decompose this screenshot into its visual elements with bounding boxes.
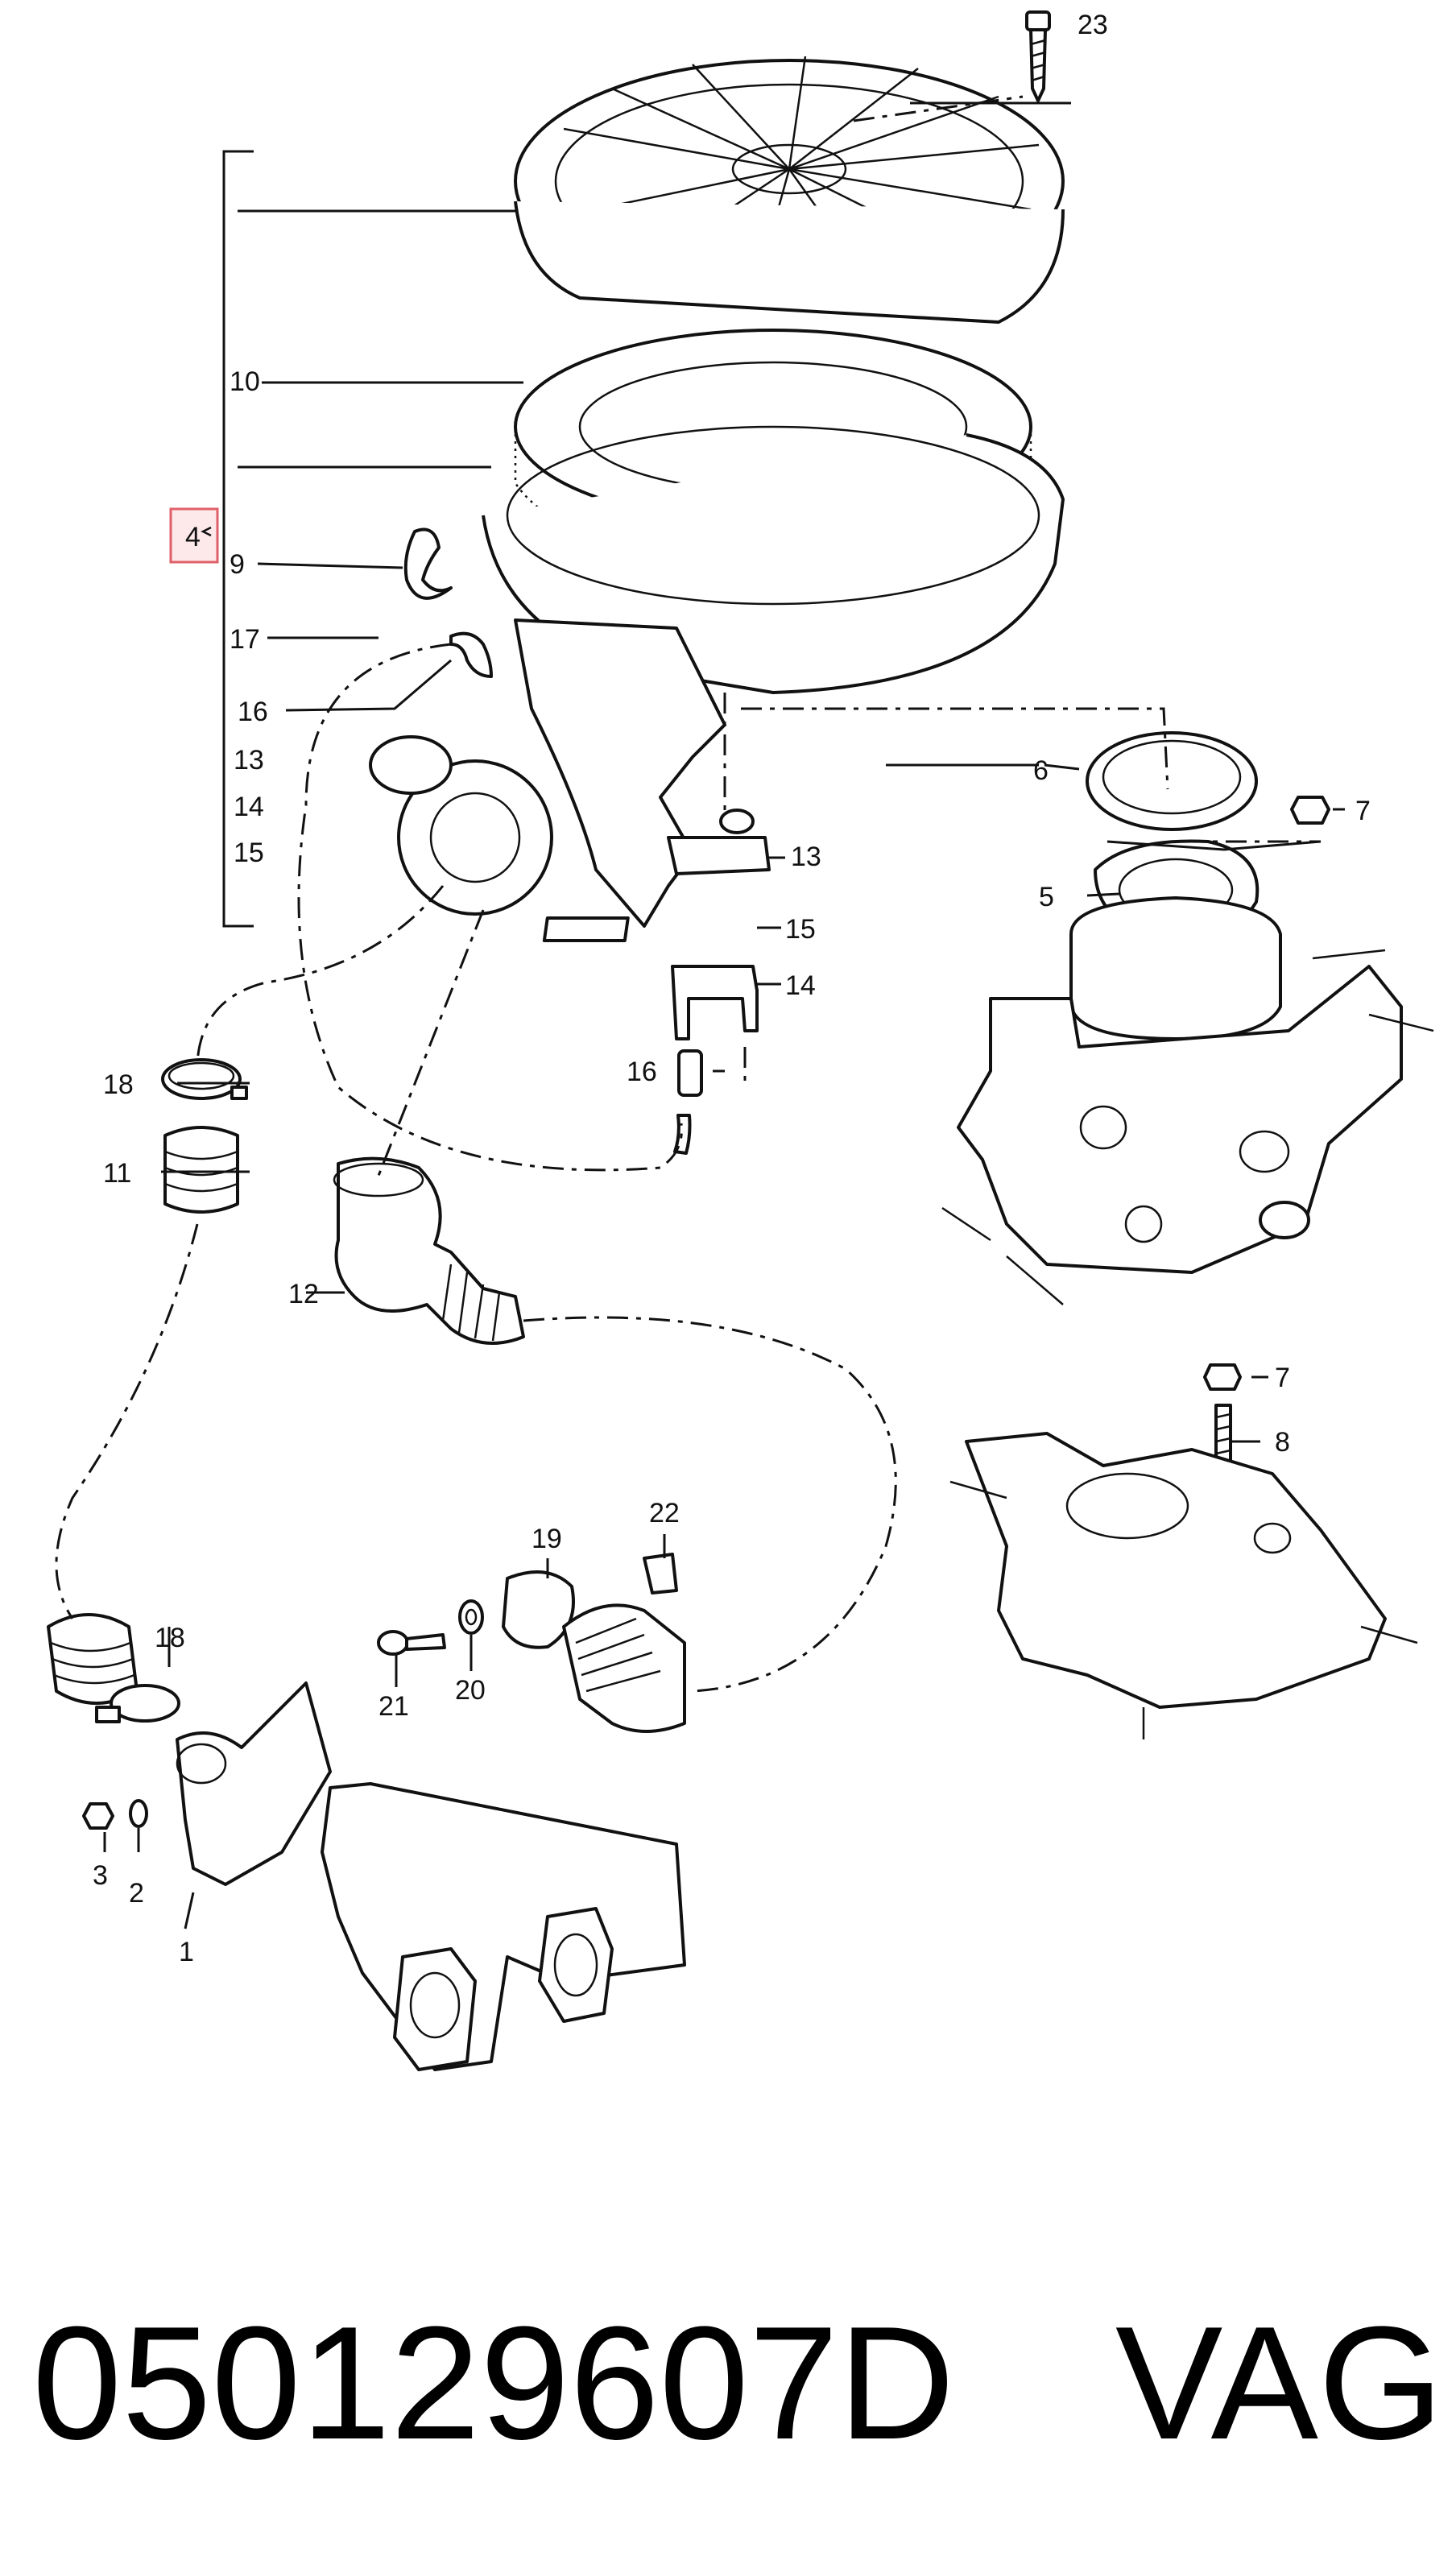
label-15-lower: 15 <box>785 914 816 945</box>
label-12: 12 <box>288 1279 319 1309</box>
bracket-22[interactable] <box>643 1553 678 1594</box>
label-13-lower: 13 <box>791 842 821 872</box>
label-7-lower: 7 <box>1275 1363 1290 1393</box>
label-11: 11 <box>103 1158 131 1189</box>
label-1: 1 <box>179 1937 194 1967</box>
nut-7-upper[interactable] <box>1290 796 1330 825</box>
label-13-upper: 13 <box>234 745 264 776</box>
holder-13[interactable] <box>667 809 771 875</box>
screw-21[interactable] <box>377 1630 446 1656</box>
label-23: 23 <box>1078 10 1108 40</box>
label-18-upper: 18 <box>103 1069 134 1100</box>
label-14-lower: 14 <box>785 970 816 1001</box>
air-filter-cover[interactable] <box>514 56 1065 324</box>
label-2: 2 <box>129 1878 144 1909</box>
callout-labels: 23 10 9 17 16 13 14 15 13 15 14 16 6 5 7… <box>93 10 1371 1967</box>
washer-2[interactable] <box>129 1799 148 1828</box>
group-bracket <box>222 150 254 928</box>
leader-lines <box>103 101 1345 1930</box>
label-4: 4 <box>185 522 201 552</box>
screw-23[interactable] <box>1025 10 1051 102</box>
bellows-11[interactable] <box>163 1126 239 1214</box>
washer-20[interactable] <box>458 1599 484 1635</box>
exploded-parts-diagram: 4 23 10 9 17 16 13 14 15 13 15 14 16 6 5… <box>47 10 1434 2071</box>
footer: 050129607D VAG <box>0 2287 1456 2480</box>
label-9: 9 <box>230 549 245 580</box>
intake-manifold[interactable] <box>321 1782 686 2071</box>
label-8: 8 <box>1275 1427 1290 1458</box>
corrugated-hose[interactable] <box>562 1603 686 1733</box>
label-6: 6 <box>1033 755 1049 786</box>
sealing-ring-6[interactable] <box>1086 731 1258 831</box>
elbow-hose-12[interactable] <box>333 1156 525 1345</box>
label-19: 19 <box>532 1524 562 1554</box>
part-number: 050129607D <box>32 2293 955 2473</box>
carburettor-upper[interactable] <box>941 896 1434 1305</box>
label-10: 10 <box>230 366 260 397</box>
highlighted-part-4[interactable]: 4 <box>169 507 219 564</box>
routing-lines <box>55 95 1321 1693</box>
label-20: 20 <box>455 1675 486 1706</box>
label-3: 3 <box>93 1860 108 1891</box>
hose-17[interactable] <box>449 631 493 678</box>
carburettor-lower[interactable] <box>949 1432 1418 1739</box>
hose-16-lower[interactable] <box>673 1049 703 1155</box>
label-14-upper: 14 <box>234 792 264 822</box>
clamp-18-lower[interactable] <box>95 1684 180 1723</box>
label-21: 21 <box>378 1691 409 1722</box>
label-18-lower: 18 <box>155 1623 185 1653</box>
bracket-14[interactable] <box>671 965 759 1040</box>
clip-9[interactable] <box>403 527 453 600</box>
label-16-upper: 16 <box>238 697 268 727</box>
label-17: 17 <box>230 624 260 655</box>
label-16-lower: 16 <box>627 1057 657 1087</box>
intake-pipe-1[interactable] <box>176 1681 332 1886</box>
label-5: 5 <box>1039 882 1054 912</box>
label-7-upper: 7 <box>1355 796 1371 826</box>
nut-7-lower[interactable] <box>1203 1363 1242 1391</box>
gasket-15[interactable] <box>542 916 630 942</box>
nut-3[interactable] <box>82 1802 114 1830</box>
label-15-upper: 15 <box>234 838 264 868</box>
flap-19[interactable] <box>502 1570 575 1649</box>
label-22: 22 <box>649 1498 680 1528</box>
brand-name: VAG <box>1115 2293 1444 2473</box>
clamp-18-upper[interactable] <box>161 1058 248 1100</box>
